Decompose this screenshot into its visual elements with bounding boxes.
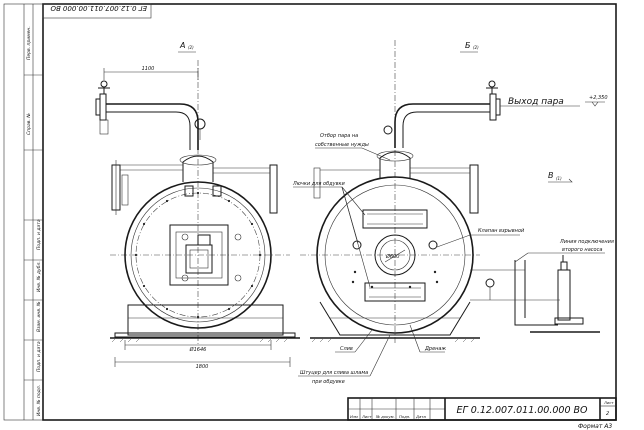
label-sludge-2: при обдувке [312, 379, 345, 385]
tb-header-date: Дата [415, 414, 427, 419]
section-b-sub: (2) [473, 45, 479, 50]
label-drain: Слив [340, 346, 353, 352]
top-stamp-code: ЕГ 0.12.007.011.00.000 ВО [50, 4, 147, 12]
dim-1800: 1800 [196, 364, 209, 370]
inner-frame [42, 3, 617, 421]
label-explosion-valve: Клапан взрывной [478, 228, 525, 234]
side-col-1: Перв. примен. [26, 26, 32, 60]
tb-header-doc: № докум. [375, 414, 395, 419]
side-col-5: Взам. инв. № [36, 301, 42, 332]
label-pump-line-2: второго насоса [562, 247, 602, 253]
tb-sheet-label: Лист [603, 400, 614, 405]
label-steam-out: Выход пара [508, 97, 564, 107]
dim-1100: 1100 [142, 66, 155, 72]
dim-d1646: Ø1646 [189, 346, 207, 353]
side-col-7: Инв. № подл. [36, 385, 42, 416]
label-takeoff-1: Отбор пара на [320, 133, 358, 139]
side-col-6: Подп. и дата [36, 341, 42, 372]
section-a-sub: (2) [188, 45, 194, 50]
section-v: В [548, 171, 554, 180]
label-elevation: +2,350 [589, 95, 608, 101]
tb-header-izm: Изм [350, 414, 358, 419]
side-col-4: Инв. № дубл. [36, 261, 42, 292]
annotations: Выход пара +2,350 Отбор пара на собствен… [292, 95, 614, 385]
tb-header-sign: Подп. [399, 414, 411, 419]
dim-d600: Ø600 [385, 253, 399, 260]
tb-sheet-number: 2 [606, 411, 609, 417]
label-hatches: Лючки для обдувки [292, 181, 346, 187]
top-stamp: ЕГ 0.12.007.011.00.000 ВО [42, 3, 152, 19]
side-col-3: Подп. и дата [36, 219, 42, 250]
tb-format: Формат А3 [578, 423, 612, 430]
label-takeoff-2: собственные нужды [315, 142, 369, 148]
section-v-sub: (1) [556, 176, 562, 181]
tb-code: ЕГ 0.12.007.011.00.000 ВО [456, 405, 588, 416]
side-col-2: Справ. № [26, 113, 32, 135]
section-b: Б [465, 41, 471, 50]
tb-header-list: Лист [361, 414, 372, 419]
section-a: А [179, 41, 185, 50]
left-binding-strip: Перв. примен. Справ. № Подп. и дата Инв.… [23, 4, 43, 420]
side-view: Ø600 Б (2) В (1) [310, 41, 600, 343]
label-drain-2: Дренаж [424, 346, 446, 352]
front-view: 1100 Ø1646 1800 А (2) [95, 41, 300, 370]
title-block: Изм Лист № докум. Подп. Дата ЕГ 0.12.007… [347, 397, 617, 430]
label-pump-line-1: Линия подключения [559, 239, 614, 245]
outer-frame [3, 3, 617, 421]
label-sludge-1: Штуцер для слива шлама [300, 370, 368, 376]
